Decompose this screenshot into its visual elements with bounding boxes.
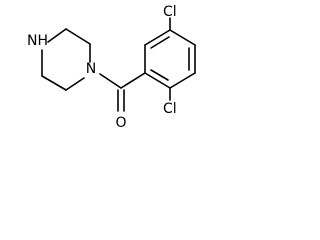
bond-ring-5: [169, 72, 196, 89]
bond-ring-3: [169, 29, 196, 46]
atom-o: O: [115, 115, 126, 131]
bond-ring-inner-3: [150, 69, 169, 81]
bond-n-carbonyl: [99, 73, 122, 89]
bond-c3-c4: [41, 75, 67, 91]
atom-n: N: [86, 61, 96, 77]
atom-cl-bottom: Cl: [163, 101, 177, 117]
bond-ring-inner-1: [150, 36, 170, 49]
bond-n-c3: [65, 77, 85, 91]
bond-carbonyl-ring: [120, 72, 146, 89]
bond-c1-c2: [65, 28, 91, 45]
bond-ring-6: [144, 72, 171, 89]
atom-cl-top: Cl: [163, 4, 177, 20]
bond-nh-c1: [47, 28, 67, 43]
structure-diagram: NH N Cl Cl O: [27, 4, 196, 131]
atom-nh: NH: [27, 33, 48, 49]
bond-ring-2: [144, 29, 171, 46]
